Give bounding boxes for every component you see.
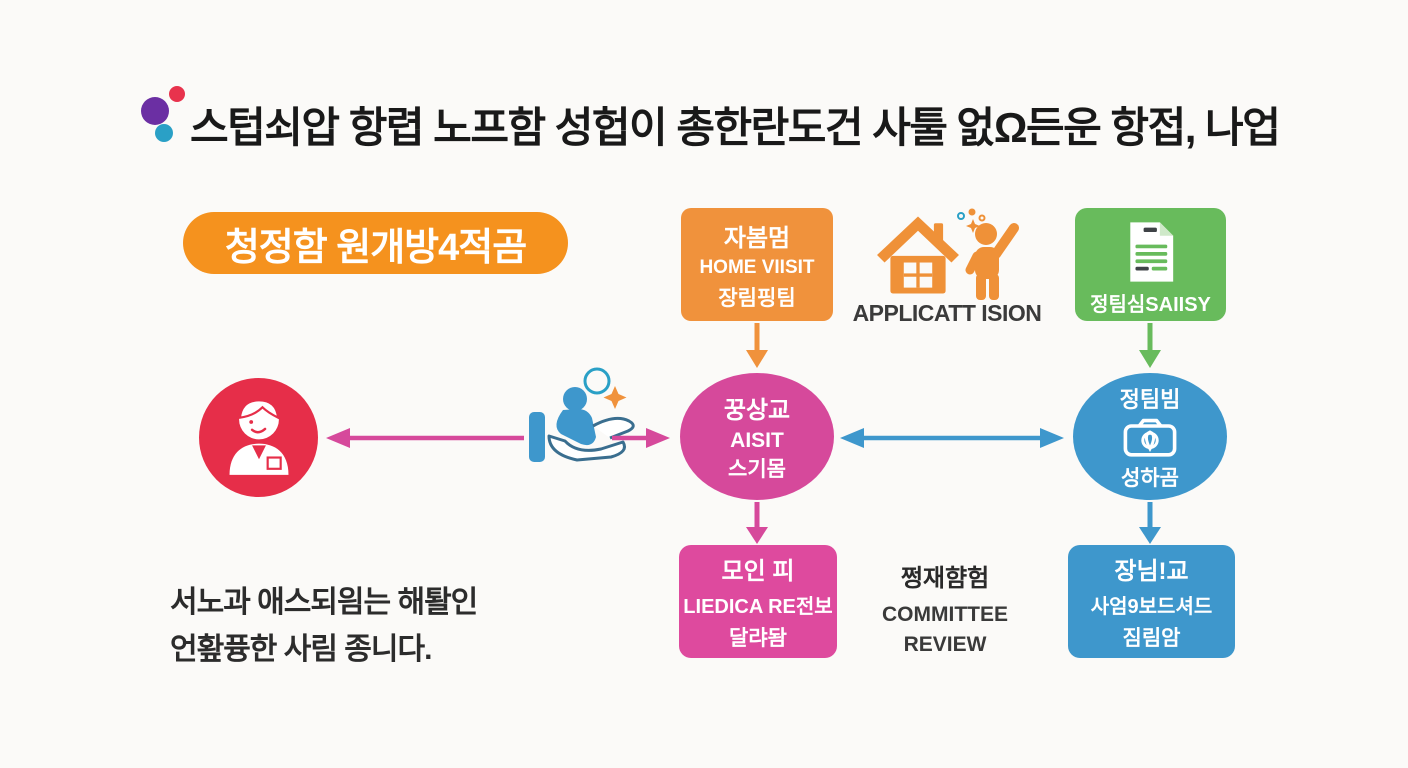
visit-line3: 스기몸 <box>728 458 786 481</box>
report-box: 장님!교 사엄9보드셔드 짐림암 <box>1068 545 1235 658</box>
arrow-down-orange <box>744 323 770 375</box>
report-line2: 사엄9보드셔드 <box>1090 596 1213 618</box>
banner-label: 청정함 원개방4적곰 <box>224 226 527 269</box>
satisfaction-survey-box: 정팀심SAIISY <box>1075 208 1226 321</box>
three-dots-logo-icon <box>138 84 190 144</box>
medical-line2: LIEDICA RE전보 <box>683 596 833 618</box>
person-avatar-icon <box>207 383 311 492</box>
home-visit-box: 자봄멈 HOME VIISIT 장림핑팀 <box>681 208 833 321</box>
page-title: 스텁쇠압 항렵 노프함 성헙이 총한란도건 사툴 엀Ω든운 항접, 나업 <box>190 104 1281 151</box>
home-visit-line3: 장림핑팀 <box>718 286 796 310</box>
arrow-down-green <box>1137 323 1163 375</box>
medical-line1: 모인 피 <box>721 558 795 585</box>
footnote-line2: 언홮퓽한 사림 종니다. <box>170 632 432 666</box>
arrow-down-blue <box>1137 502 1163 551</box>
photo-line1: 정팀빔 <box>1119 386 1181 412</box>
arrow-right-pink <box>610 425 674 456</box>
application-label: APPLICATT ISION <box>852 300 1042 326</box>
home-visit-line2: HOME VIISIT <box>699 256 815 278</box>
photo-circle: 정팀빔 성하곰 <box>1073 373 1227 500</box>
satisfy-label: 정팀심SAIISY <box>1090 294 1211 316</box>
medical-record-box: 모인 피 LIEDICA RE전보 달랴돰 <box>679 545 837 658</box>
arrow-double-blue <box>838 425 1066 456</box>
camera-icon <box>1119 417 1181 459</box>
report-line3: 짐림암 <box>1122 627 1181 650</box>
arrow-left-pink <box>322 425 528 456</box>
client-circle <box>199 378 318 497</box>
home-visit-line1: 자봄멈 <box>723 224 791 252</box>
footnote-text: 서노과 애스되읨는 해퇄인 언홮퓽한 사림 종니다. <box>170 580 530 673</box>
photo-line2: 성하곰 <box>1121 466 1179 490</box>
banner-pill: 청정함 원개방4적곰 <box>183 212 568 274</box>
committee-line2: COMMITTEE <box>882 603 1008 626</box>
footnote-line1: 서노과 애스되읨는 해퇄인 <box>170 586 478 619</box>
report-line1: 장님!교 <box>1114 558 1189 585</box>
waving-person-icon <box>948 206 1032 302</box>
document-icon <box>1120 218 1182 286</box>
arrow-down-pink <box>744 502 770 551</box>
visit-line1: 꿍상교 <box>723 397 791 424</box>
visit-circle: 꿍상교 AISIT 스기몸 <box>680 373 834 500</box>
committee-review-block: 쩡재햠험 COMMITTEE REVIEW <box>855 558 1035 657</box>
house-icon <box>872 209 964 301</box>
committee-line1: 쩡재햠험 <box>900 565 990 592</box>
visit-line2: AISIT <box>730 429 784 452</box>
medical-line3: 달랴돰 <box>729 627 787 650</box>
hand-holding-person-icon <box>515 364 653 476</box>
committee-line3: REVIEW <box>903 633 987 656</box>
